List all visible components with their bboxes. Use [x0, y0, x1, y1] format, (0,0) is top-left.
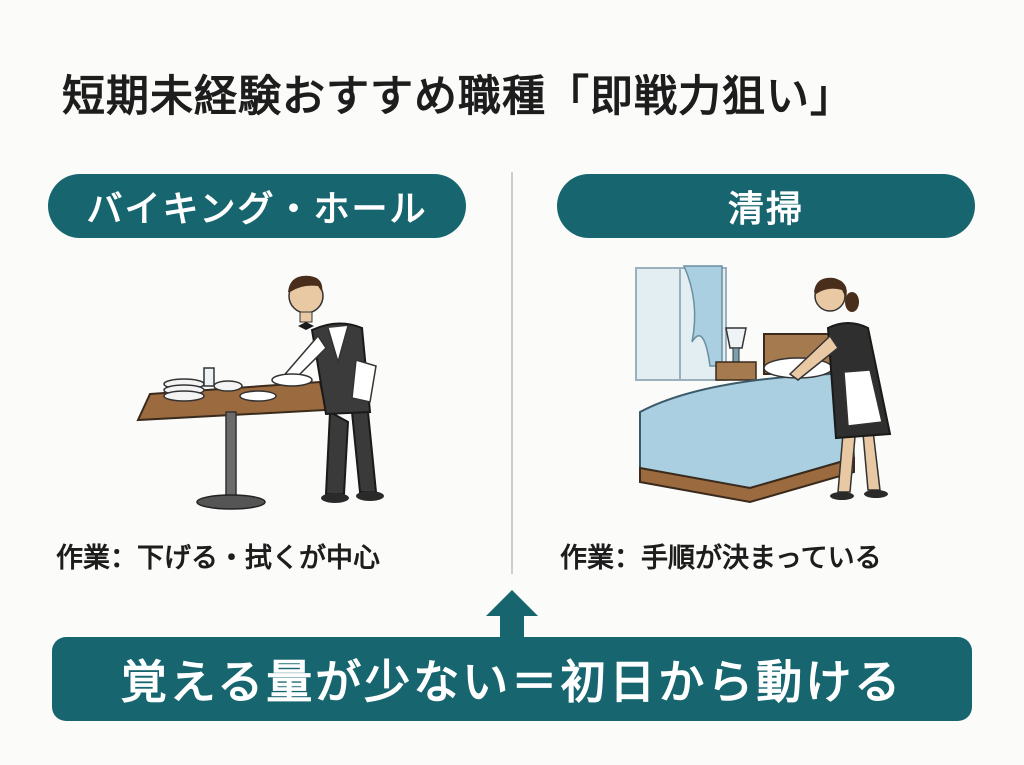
label-cleaning: 清掃 [557, 174, 975, 238]
summary-banner: 覚える量が少ない＝初日から動ける [52, 637, 972, 721]
caption-buffet-hall: 作業：下げる・拭くが中心 [56, 543, 380, 574]
waiter-clearing-table-illustration [136, 275, 384, 510]
page-title: 短期未経験おすすめ職種「即戦力狙い」 [62, 72, 854, 122]
caption-cleaning: 作業：手順が決まっている [560, 543, 882, 574]
center-divider [511, 172, 513, 574]
label-buffet-hall: バイキング・ホール [48, 174, 466, 238]
arrow-up-icon [486, 590, 538, 640]
maid-making-bed-illustration [635, 265, 892, 504]
